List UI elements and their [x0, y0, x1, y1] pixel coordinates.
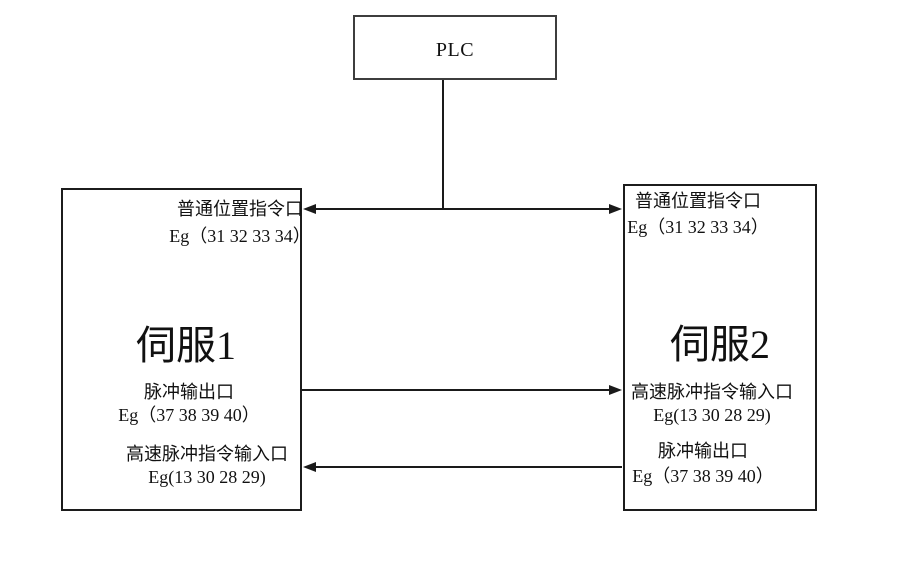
port-label: 高速脉冲指令输入口 [126, 444, 288, 464]
servo2-port-position-command: 普通位置指令口 Eg（31 32 33 34） [618, 188, 778, 240]
servo1-port-highspeed-input: 高速脉冲指令输入口 Eg(13 30 28 29) [117, 443, 297, 489]
arrow-shaft [302, 389, 609, 391]
servo1-port-position-command: 普通位置指令口 Eg（31 32 33 34） [160, 196, 320, 250]
port-pins: Eg（31 32 33 34） [169, 226, 311, 246]
port-label: 普通位置指令口 [177, 199, 303, 219]
port-pins: Eg(13 30 28 29) [653, 405, 771, 425]
arrowhead-left-icon [303, 462, 316, 472]
port-label: 普通位置指令口 [635, 191, 761, 211]
arrow-shaft [316, 208, 609, 210]
arrowhead-right-icon [609, 385, 622, 395]
port-pins: Eg（37 38 39 40） [118, 405, 260, 425]
servo1-port-pulse-output: 脉冲输出口 Eg（37 38 39 40） [109, 381, 269, 427]
servo2-to-servo1-arrow [303, 460, 622, 474]
port-label: 脉冲输出口 [144, 382, 234, 402]
servo2-port-pulse-output: 脉冲输出口 Eg（37 38 39 40） [623, 439, 783, 489]
port-pins: Eg(13 30 28 29) [148, 467, 266, 487]
port-pins: Eg（31 32 33 34） [627, 217, 769, 237]
servo1-box: 伺服1 普通位置指令口 Eg（31 32 33 34） 脉冲输出口 Eg（37 … [61, 188, 311, 511]
plc-bidirectional-arrow [303, 202, 622, 216]
plc-connector-line [442, 80, 444, 209]
servo1-to-servo2-arrow [302, 383, 622, 397]
servo2-port-highspeed-input: 高速脉冲指令输入口 Eg(13 30 28 29) [627, 381, 797, 427]
servo2-box: 伺服2 普通位置指令口 Eg（31 32 33 34） 高速脉冲指令输入口 Eg… [623, 184, 817, 511]
plc-label: PLC [435, 39, 475, 61]
servo1-title: 伺服1 [136, 323, 236, 368]
servo2-title: 伺服2 [670, 322, 770, 367]
plc-box: PLC [353, 15, 557, 80]
port-pins: Eg（37 38 39 40） [632, 466, 774, 486]
port-label: 脉冲输出口 [658, 441, 748, 461]
port-label: 高速脉冲指令输入口 [631, 382, 793, 402]
arrow-shaft [316, 466, 622, 468]
arrowhead-right-icon [609, 204, 622, 214]
arrowhead-left-icon [303, 204, 316, 214]
